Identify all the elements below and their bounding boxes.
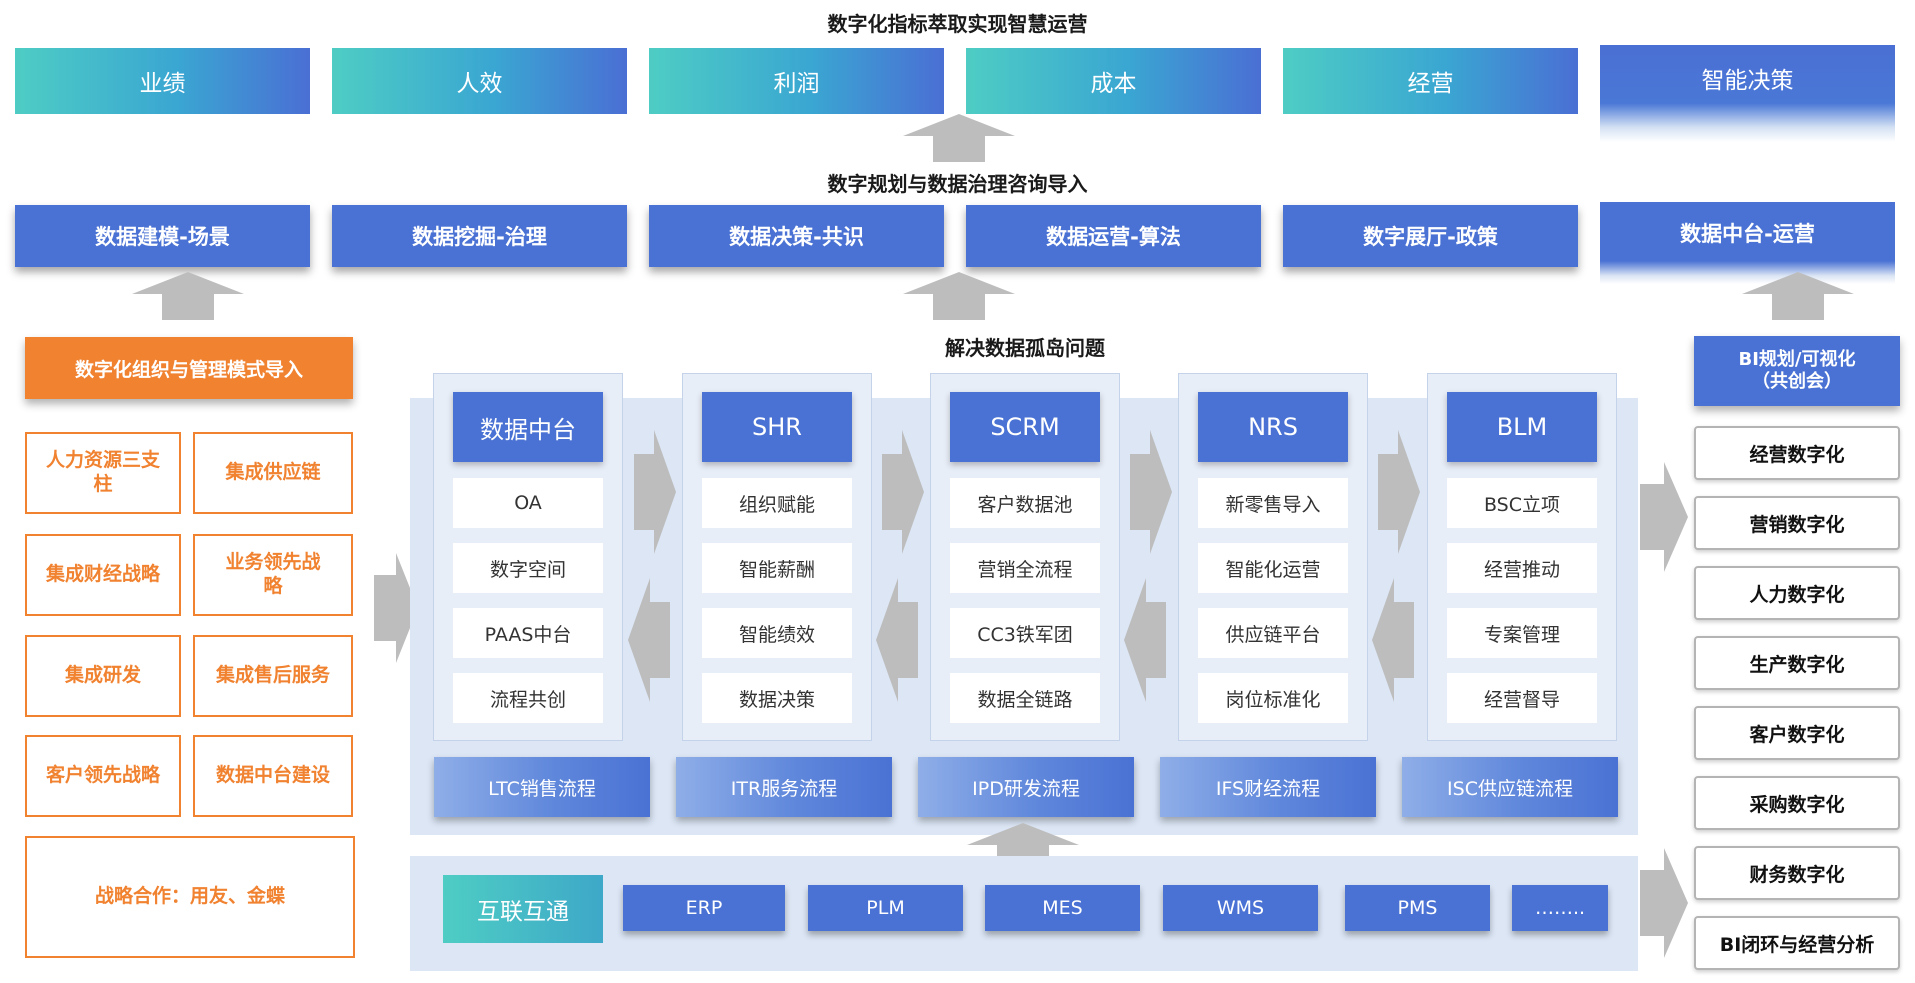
ai-decision-label: 智能决策 — [1701, 68, 1794, 94]
data-center-operation-box: 数据中台-运营 — [1600, 202, 1895, 284]
metric-efficiency: 人效 — [332, 48, 627, 114]
system-plm: PLM — [808, 885, 963, 931]
up-arrow-bottom — [967, 823, 1079, 873]
org-item-business-leadership: 业务领先战略 — [193, 534, 353, 616]
org-item-after-sales: 集成售后服务 — [193, 635, 353, 717]
system-mes: MES — [985, 885, 1140, 931]
islands-title: 解决数据孤岛问题 — [945, 336, 1105, 360]
model-operation: 数据运营-算法 — [966, 205, 1261, 267]
model-scenario: 数据建模-场景 — [15, 205, 310, 267]
left-arrow-col-1-2 — [628, 578, 670, 702]
bi-item-operation: 经营数字化 — [1694, 426, 1900, 480]
bi-item-procurement: 采购数字化 — [1694, 776, 1900, 830]
column-nrs-item-1: 新零售导入 — [1198, 478, 1348, 528]
column-scrm-item-4: 数据全链路 — [950, 673, 1100, 723]
bi-item-hr: 人力数字化 — [1694, 566, 1900, 620]
up-arrow-right — [1742, 272, 1854, 320]
model-showroom: 数字展厅-政策 — [1283, 205, 1578, 267]
model-decision: 数据决策-共识 — [649, 205, 944, 267]
column-blm-item-3: 专案管理 — [1447, 608, 1597, 658]
metric-cost: 成本 — [966, 48, 1261, 114]
column-shr-item-3: 智能绩效 — [702, 608, 852, 658]
metric-performance: 业绩 — [15, 48, 310, 114]
system-wms: WMS — [1163, 885, 1318, 931]
right-arrow-col-2-3 — [882, 430, 924, 554]
column-scrm-title: SCRM — [950, 392, 1100, 462]
bi-item-marketing: 营销数字化 — [1694, 496, 1900, 550]
bi-header: BI规划/可视化 （共创会） — [1694, 336, 1900, 406]
left-arrow-col-4-5 — [1372, 578, 1414, 702]
org-item-customer-strategy: 客户领先战略 — [25, 735, 181, 817]
org-item-finance-strategy: 集成财经战略 — [25, 534, 181, 616]
column-shr-item-2: 智能薪酬 — [702, 543, 852, 593]
column-data-center-title: 数据中台 — [453, 392, 603, 462]
right-arrow-col-4-5 — [1378, 430, 1420, 554]
flow-itr: ITR服务流程 — [676, 757, 892, 817]
flow-ltc: LTC销售流程 — [434, 757, 650, 817]
right-arrow-org — [374, 553, 418, 663]
flow-ipd: IPD研发流程 — [918, 757, 1134, 817]
bi-header-line2: （共创会） — [1752, 371, 1842, 392]
column-nrs-item-4: 岗位标准化 — [1198, 673, 1348, 723]
column-blm-title: BLM — [1447, 392, 1597, 462]
column-nrs-item-3: 供应链平台 — [1198, 608, 1348, 658]
interconnect-label: 互联互通 — [443, 875, 603, 943]
data-center-operation-label: 数据中台-运营 — [1680, 222, 1815, 246]
flow-isc: ISC供应链流程 — [1402, 757, 1618, 817]
column-scrm-item-1: 客户数据池 — [950, 478, 1100, 528]
bi-item-production: 生产数字化 — [1694, 636, 1900, 690]
column-nrs-title: NRS — [1198, 392, 1348, 462]
column-blm-item-4: 经营督导 — [1447, 673, 1597, 723]
ai-decision-box: 智能决策 — [1600, 45, 1895, 142]
column-blm-item-2: 经营推动 — [1447, 543, 1597, 593]
bi-item-customer: 客户数字化 — [1694, 706, 1900, 760]
left-arrow-col-2-3 — [876, 578, 918, 702]
system-pms: PMS — [1345, 885, 1490, 931]
bi-header-line1: BI规划/可视化 — [1738, 349, 1856, 371]
column-scrm-item-2: 营销全流程 — [950, 543, 1100, 593]
top-title: 数字化指标萃取实现智慧运营 — [827, 12, 1088, 36]
bi-item-closed-loop: BI闭环与经营分析 — [1694, 916, 1900, 970]
right-arrow-bi-lower — [1640, 848, 1688, 958]
org-item-data-center: 数据中台建设 — [193, 735, 353, 817]
planning-title: 数字规划与数据治理咨询导入 — [827, 172, 1088, 196]
org-header: 数字化组织与管理模式导入 — [25, 337, 353, 399]
column-nrs-item-2: 智能化运营 — [1198, 543, 1348, 593]
system-more: …….. — [1512, 885, 1608, 931]
org-partnership: 战略合作：用友、金蝶 — [25, 836, 355, 958]
up-arrow-center — [903, 272, 1015, 320]
metric-profit: 利润 — [649, 48, 944, 114]
org-item-hr-pillars: 人力资源三支柱 — [25, 432, 181, 514]
up-arrow-metrics — [903, 114, 1015, 162]
column-data-center-item-3: PAAS中台 — [453, 608, 603, 658]
bi-item-finance: 财务数字化 — [1694, 846, 1900, 900]
system-erp: ERP — [623, 885, 785, 931]
up-arrow-left — [132, 272, 244, 320]
right-arrow-bi-upper — [1640, 462, 1688, 572]
right-arrow-col-1-2 — [634, 430, 676, 554]
flow-ifs: IFS财经流程 — [1160, 757, 1376, 817]
column-blm-item-1: BSC立项 — [1447, 478, 1597, 528]
metric-operation: 经营 — [1283, 48, 1578, 114]
column-data-center-item-1: OA — [453, 478, 603, 528]
right-arrow-col-3-4 — [1130, 430, 1172, 554]
column-data-center-item-4: 流程共创 — [453, 673, 603, 723]
column-scrm-item-3: CC3铁军团 — [950, 608, 1100, 658]
column-data-center-item-2: 数字空间 — [453, 543, 603, 593]
left-arrow-col-3-4 — [1124, 578, 1166, 702]
org-item-supply-chain: 集成供应链 — [193, 432, 353, 514]
column-shr-title: SHR — [702, 392, 852, 462]
org-item-rnd: 集成研发 — [25, 635, 181, 717]
column-shr-item-4: 数据决策 — [702, 673, 852, 723]
model-mining: 数据挖掘-治理 — [332, 205, 627, 267]
column-shr-item-1: 组织赋能 — [702, 478, 852, 528]
